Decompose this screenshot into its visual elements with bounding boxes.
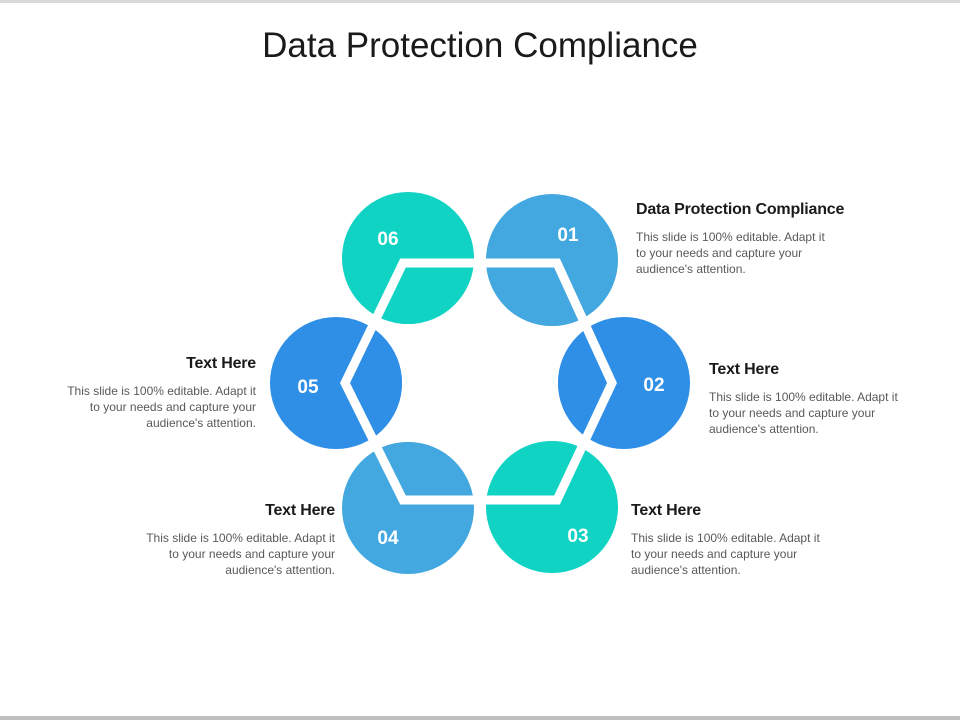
top-rule: [0, 0, 960, 3]
label-04-heading: Text Here: [265, 502, 335, 519]
label-01: Data Protection Compliance This slide is…: [636, 201, 896, 277]
label-05-heading: Text Here: [186, 355, 256, 372]
label-05: Text Here This slide is 100% editable. A…: [26, 355, 256, 431]
label-04: Text Here This slide is 100% editable. A…: [105, 502, 335, 578]
label-03-body: This slide is 100% editable. Adapt it to…: [631, 531, 820, 577]
number-06: 06: [377, 229, 398, 250]
label-03: Text Here This slide is 100% editable. A…: [631, 502, 861, 578]
label-02-heading: Text Here: [709, 361, 779, 378]
label-04-body: This slide is 100% editable. Adapt it to…: [146, 531, 335, 577]
label-03-heading: Text Here: [631, 502, 701, 519]
number-02: 02: [643, 375, 664, 396]
bottom-rule: [0, 716, 960, 720]
number-03: 03: [567, 526, 588, 547]
hexagon-outline: [339, 258, 617, 505]
number-04: 04: [377, 528, 399, 549]
label-05-body: This slide is 100% editable. Adapt it to…: [67, 384, 256, 430]
label-01-body: This slide is 100% editable. Adapt it to…: [636, 230, 825, 276]
label-01-heading: Data Protection Compliance: [636, 201, 845, 218]
number-05: 05: [297, 377, 319, 398]
slide-title: Data Protection Compliance: [262, 26, 698, 65]
label-02-body: This slide is 100% editable. Adapt it to…: [709, 390, 898, 436]
label-02: Text Here This slide is 100% editable. A…: [709, 361, 939, 437]
number-01: 01: [557, 225, 579, 246]
